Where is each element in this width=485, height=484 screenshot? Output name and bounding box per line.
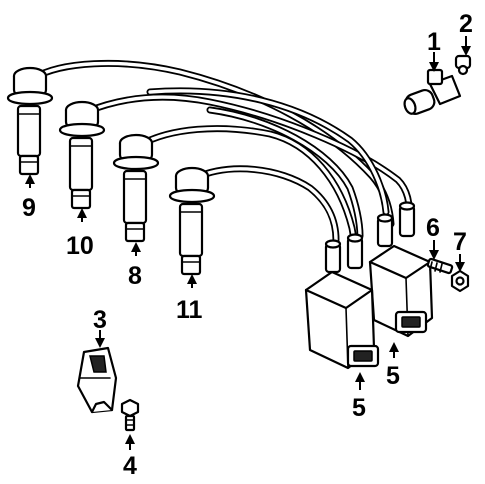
callout-labels: 1 2 3 4 5 5 6 7 8 9 10 11 xyxy=(22,10,473,480)
coil-bolt xyxy=(426,257,454,275)
sensor-screw xyxy=(120,398,140,432)
callout-2: 2 xyxy=(459,10,473,38)
throttle-position-sensor xyxy=(76,346,118,414)
ignition-coil-rear xyxy=(368,201,434,338)
callout-1: 1 xyxy=(427,28,441,56)
callout-10: 10 xyxy=(66,232,94,260)
callout-5-front: 5 xyxy=(352,394,366,422)
callout-6: 6 xyxy=(426,214,440,242)
spark-plug-wire-8 xyxy=(112,133,160,243)
callout-8: 8 xyxy=(128,262,142,290)
callout-11: 11 xyxy=(176,296,203,324)
spark-plug-wire-11 xyxy=(168,166,216,276)
sensor-retainer xyxy=(454,54,472,76)
spark-plug-wire-10 xyxy=(58,100,106,210)
ignition-coil-front xyxy=(304,233,380,370)
callout-4: 4 xyxy=(123,452,137,480)
spark-plug-wire-9 xyxy=(6,66,54,176)
wire-harness xyxy=(30,59,413,252)
camshaft-position-sensor xyxy=(403,68,462,116)
callout-9: 9 xyxy=(22,194,36,222)
callout-arrows xyxy=(25,36,471,450)
callout-7: 7 xyxy=(453,228,467,256)
callout-5-rear: 5 xyxy=(386,362,400,390)
coil-nut xyxy=(450,269,470,293)
callout-3: 3 xyxy=(93,306,107,334)
